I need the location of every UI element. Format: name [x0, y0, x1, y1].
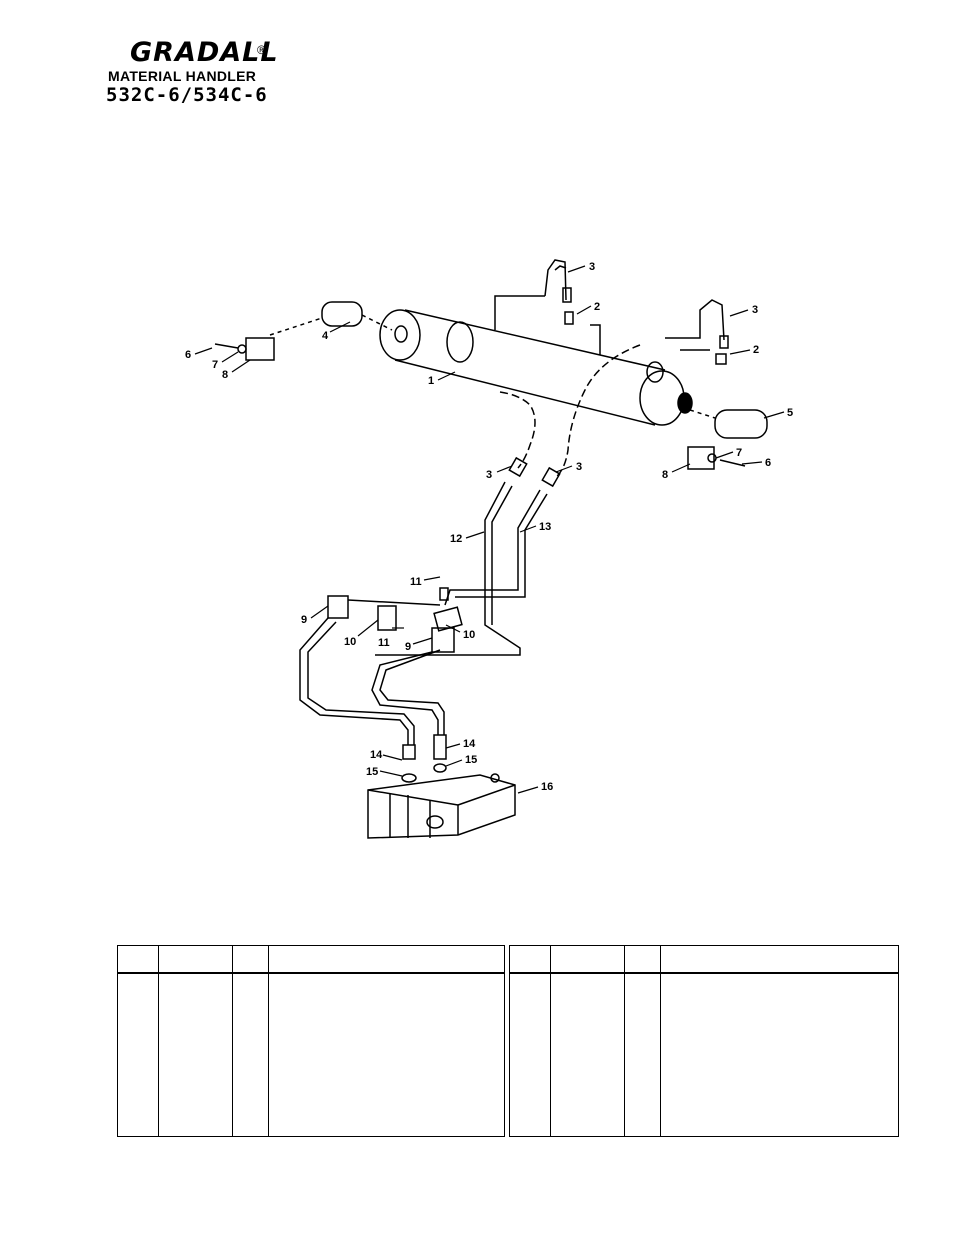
parts-table-left — [117, 945, 505, 1137]
callout-12: 12 — [450, 533, 462, 545]
table-header-divider — [118, 972, 504, 974]
callout-16: 16 — [541, 781, 553, 793]
callout-8: 8 — [662, 469, 668, 481]
callout-3: 3 — [576, 461, 582, 473]
callout-2: 2 — [594, 301, 600, 313]
table-column-divider — [232, 946, 233, 1136]
callout-15: 15 — [366, 766, 378, 778]
gradall-logo: GRADALL — [130, 37, 279, 68]
table-column-divider — [660, 946, 661, 1136]
callout-14: 14 — [370, 749, 383, 761]
callout-14: 14 — [463, 738, 476, 750]
callout-7: 7 — [736, 447, 742, 459]
pin-right — [689, 409, 768, 439]
callout-9: 9 — [301, 614, 307, 626]
callout-10: 10 — [344, 636, 356, 648]
callout-6: 6 — [765, 457, 771, 469]
table-header-divider — [510, 972, 898, 974]
callout-11: 11 — [410, 576, 422, 588]
table-column-divider — [268, 946, 269, 1136]
callout-5: 5 — [787, 407, 793, 419]
parts-table-right — [509, 945, 899, 1137]
callout-4: 4 — [322, 330, 329, 342]
product-subtitle: MATERIAL HANDLER — [108, 68, 257, 84]
callout-7: 7 — [212, 359, 218, 371]
callout-3: 3 — [486, 469, 492, 481]
table-column-divider — [624, 946, 625, 1136]
pin-left — [269, 301, 393, 336]
callout-3: 3 — [589, 261, 595, 273]
cylinder-body — [379, 309, 693, 426]
control-valve — [367, 773, 516, 839]
callout-15: 15 — [465, 754, 477, 766]
callout-8: 8 — [222, 369, 228, 381]
callout-13: 13 — [539, 521, 551, 533]
callout-9: 9 — [405, 641, 411, 653]
table-column-divider — [158, 946, 159, 1136]
callout-11: 11 — [378, 637, 390, 649]
callout-1: 1 — [428, 375, 434, 387]
callout-6: 6 — [185, 349, 191, 361]
table-column-divider — [550, 946, 551, 1136]
callout-2: 2 — [753, 344, 759, 356]
callout-3: 3 — [752, 304, 758, 316]
callout-10: 10 — [463, 629, 475, 641]
model-number: 532C-6/534C-6 — [106, 84, 268, 106]
registered-mark: ® — [257, 43, 266, 57]
